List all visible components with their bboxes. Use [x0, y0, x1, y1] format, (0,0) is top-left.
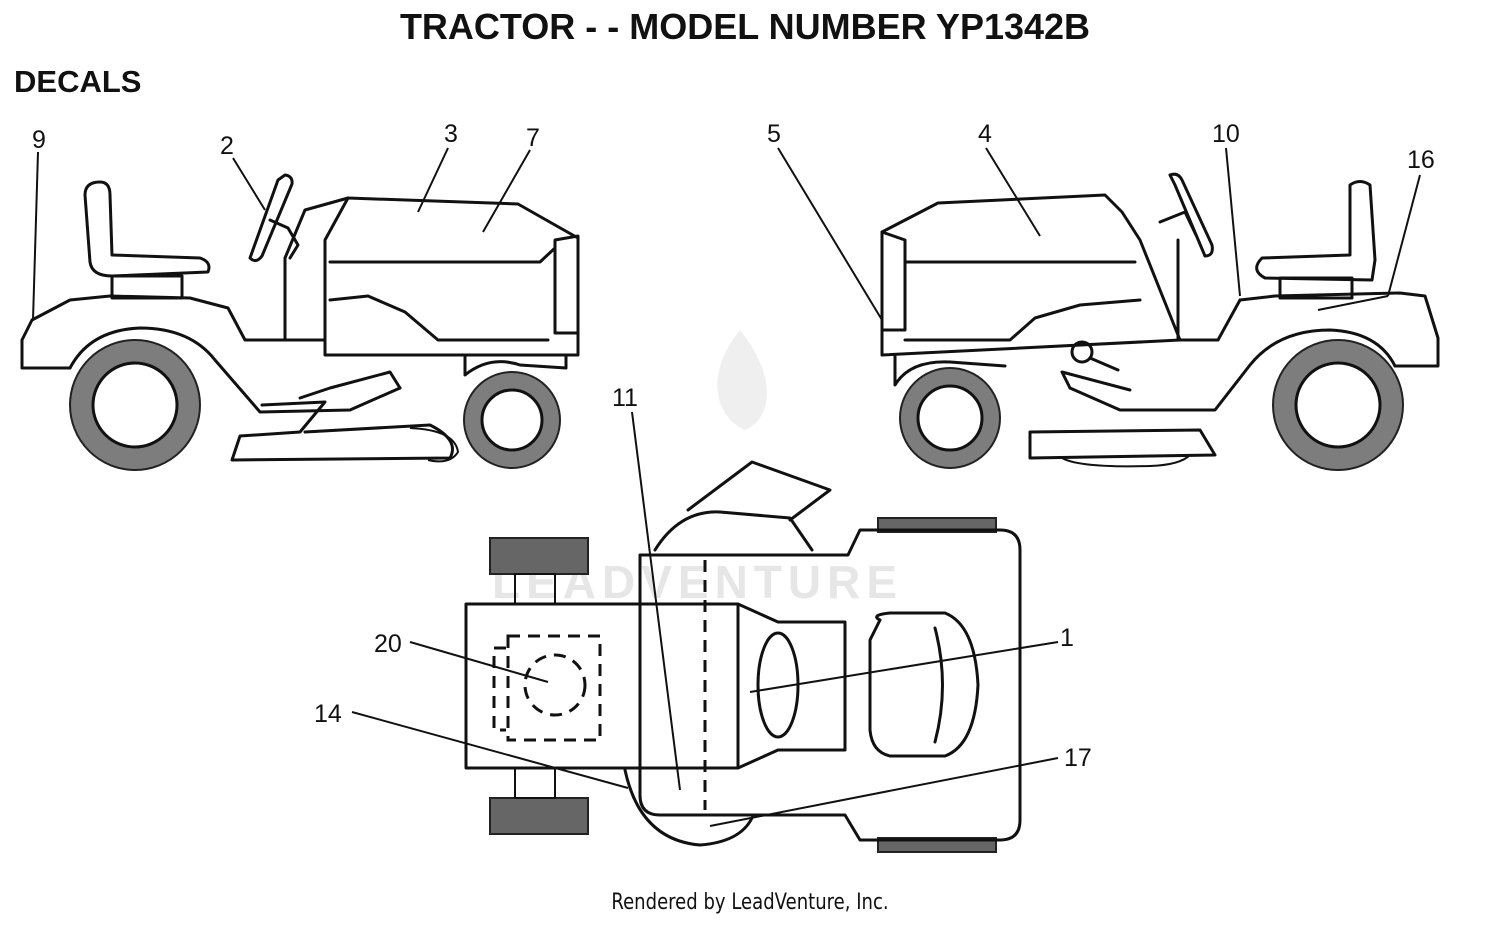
page-title: TRACTOR - - MODEL NUMBER YP1342B — [399, 6, 1091, 47]
footer-credit: Rendered by LeadVenture, Inc. — [611, 890, 889, 915]
tractor-top-view — [464, 460, 1022, 853]
callout-3: 3 — [444, 120, 458, 148]
callout-7: 7 — [526, 124, 540, 152]
callout-20: 20 — [374, 630, 402, 658]
callout-leaders — [32, 147, 1421, 827]
tractor-right-side-view — [880, 172, 1440, 471]
callout-4: 4 — [978, 120, 992, 148]
callout-9: 9 — [32, 126, 46, 154]
callout-5: 5 — [767, 120, 781, 148]
callout-2: 2 — [220, 132, 234, 160]
callout-11: 11 — [612, 384, 638, 412]
tractor-left-side-view — [20, 173, 580, 471]
callout-16: 16 — [1407, 146, 1435, 174]
callout-1: 1 — [1060, 624, 1074, 652]
watermark-flame-icon — [717, 330, 767, 430]
callout-14: 14 — [314, 700, 342, 728]
callout-17: 17 — [1064, 744, 1092, 772]
callout-10: 10 — [1212, 120, 1240, 148]
section-heading: DECALS — [14, 64, 142, 99]
callout-numbers: 9 2 3 7 5 4 10 16 11 20 14 1 17 — [32, 120, 1435, 772]
